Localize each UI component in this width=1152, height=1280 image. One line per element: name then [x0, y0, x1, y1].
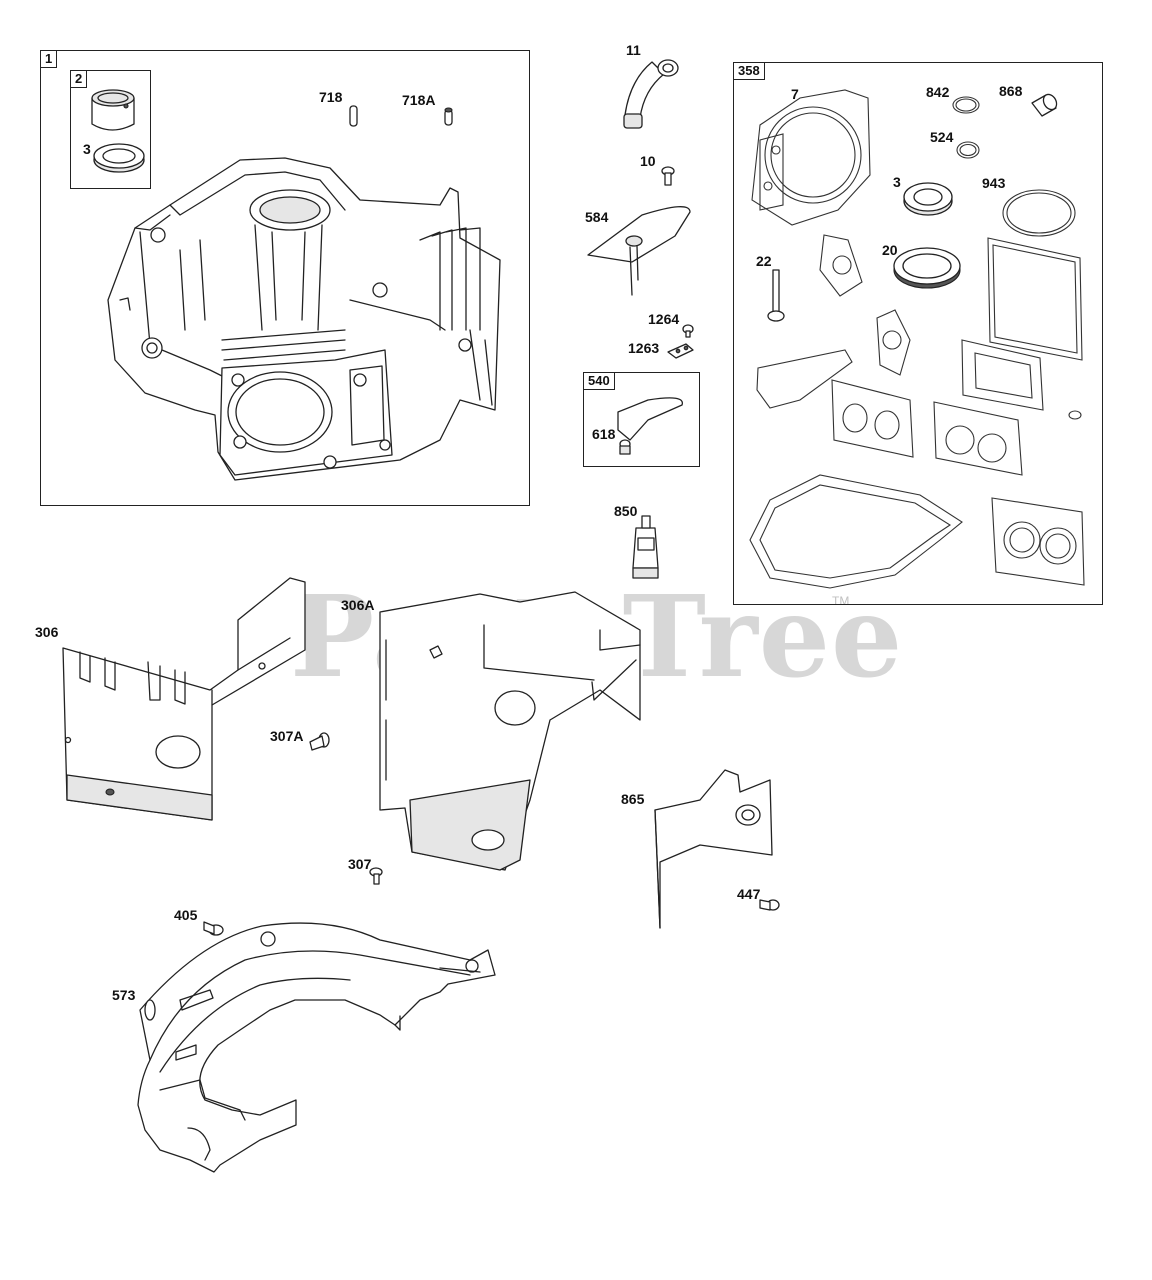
- callout-10: 10: [640, 153, 656, 169]
- callout-718: 718: [319, 89, 343, 105]
- dowel-pin-718: [349, 105, 358, 127]
- callout-11: 11: [626, 42, 641, 58]
- callout-850: 850: [614, 503, 638, 519]
- air-baffle-part-306: [62, 577, 306, 821]
- group-tag-2: 2: [71, 71, 88, 88]
- callout-842: 842: [926, 84, 950, 100]
- screw-part-405: [203, 921, 224, 936]
- oil-seal-part: [93, 143, 145, 173]
- gasket-set-parts: [749, 234, 1085, 589]
- oil-seal-part-20: [893, 247, 961, 289]
- bushing-part: [91, 89, 135, 131]
- callout-573: 573: [112, 987, 136, 1003]
- breather-cover-part: [587, 206, 691, 296]
- callout-20: 20: [882, 242, 898, 258]
- o-ring-part-524: [956, 141, 980, 159]
- valve-seal-part-868: [1031, 93, 1058, 117]
- screw-part-307: [369, 867, 383, 885]
- crankcase-part: [107, 157, 501, 481]
- blower-housing-part-573: [137, 922, 496, 1173]
- callout-718a: 718A: [402, 92, 436, 108]
- group-tag-1: 1: [41, 51, 58, 68]
- screw-part-618: [619, 439, 631, 455]
- callout-943: 943: [982, 175, 1006, 191]
- callout-584: 584: [585, 209, 609, 225]
- dowel-pin-718a: [444, 107, 453, 126]
- screw-part-447: [759, 899, 780, 911]
- callout-405: 405: [174, 907, 198, 923]
- callout-524: 524: [930, 129, 954, 145]
- callout-865: 865: [621, 791, 645, 807]
- group-box-358: 358: [733, 62, 1103, 605]
- screw-part-307a: [309, 732, 330, 751]
- o-ring-part-842: [952, 96, 980, 114]
- group-box-2: 2: [70, 70, 151, 189]
- callout-306: 306: [35, 624, 59, 640]
- screw-part-1264: [682, 324, 694, 338]
- bracket-part-865: [654, 769, 773, 929]
- screw-part-10: [661, 166, 675, 186]
- o-ring-part-943: [1002, 189, 1076, 237]
- callout-3-gasket-set: 3: [893, 174, 901, 190]
- group-box-1: 1: [40, 50, 530, 506]
- callout-447: 447: [737, 886, 761, 902]
- callout-307a: 307A: [270, 728, 304, 744]
- group-tag-358: 358: [734, 63, 765, 80]
- bolt-part-22: [767, 269, 785, 322]
- group-tag-540: 540: [584, 373, 615, 390]
- callout-307: 307: [348, 856, 372, 872]
- callout-22: 22: [756, 253, 772, 269]
- callout-1264: 1264: [648, 311, 680, 327]
- plate-part-1263: [667, 343, 694, 359]
- group-box-540: 540: [583, 372, 700, 467]
- head-gasket-part: [751, 89, 871, 226]
- breather-tube-part: [623, 59, 679, 129]
- callout-1263: 1263: [628, 340, 660, 356]
- callout-868: 868: [999, 83, 1023, 99]
- callout-306a: 306A: [341, 597, 375, 613]
- oil-seal-part-3: [903, 182, 953, 216]
- callout-7: 7: [791, 86, 799, 102]
- air-baffle-part-306a: [379, 591, 641, 871]
- callout-618: 618: [592, 426, 616, 442]
- callout-3-crankcase: 3: [83, 141, 91, 157]
- sealant-tube-part: [632, 515, 659, 579]
- bracket-part-540: [617, 397, 683, 441]
